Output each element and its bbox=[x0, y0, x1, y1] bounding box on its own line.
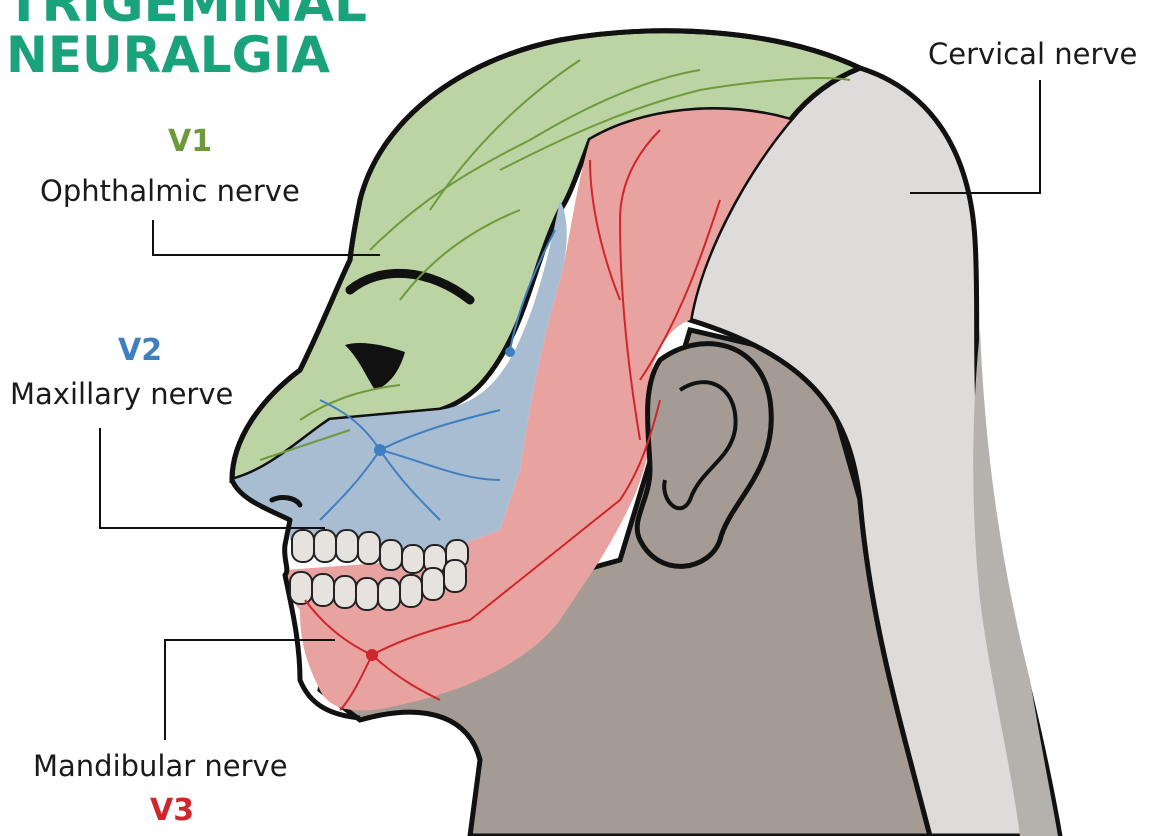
maxillary-node bbox=[374, 444, 386, 456]
v3-code: V3 bbox=[150, 796, 194, 826]
ophthalmic-nerve-label: Ophthalmic nerve bbox=[40, 177, 300, 206]
v1-code: V1 bbox=[168, 127, 212, 157]
ophthalmic-node bbox=[505, 347, 515, 357]
mandibular-node bbox=[366, 649, 378, 661]
ophthalmic-leader bbox=[153, 220, 380, 255]
maxillary-nerve-label: Maxillary nerve bbox=[10, 380, 233, 409]
v2-code: V2 bbox=[118, 336, 162, 366]
cervical-nerve-label: Cervical nerve bbox=[928, 40, 1137, 69]
mandibular-nerve-label: Mandibular nerve bbox=[33, 752, 288, 781]
title-line-2: NEURALGIA bbox=[6, 30, 330, 80]
